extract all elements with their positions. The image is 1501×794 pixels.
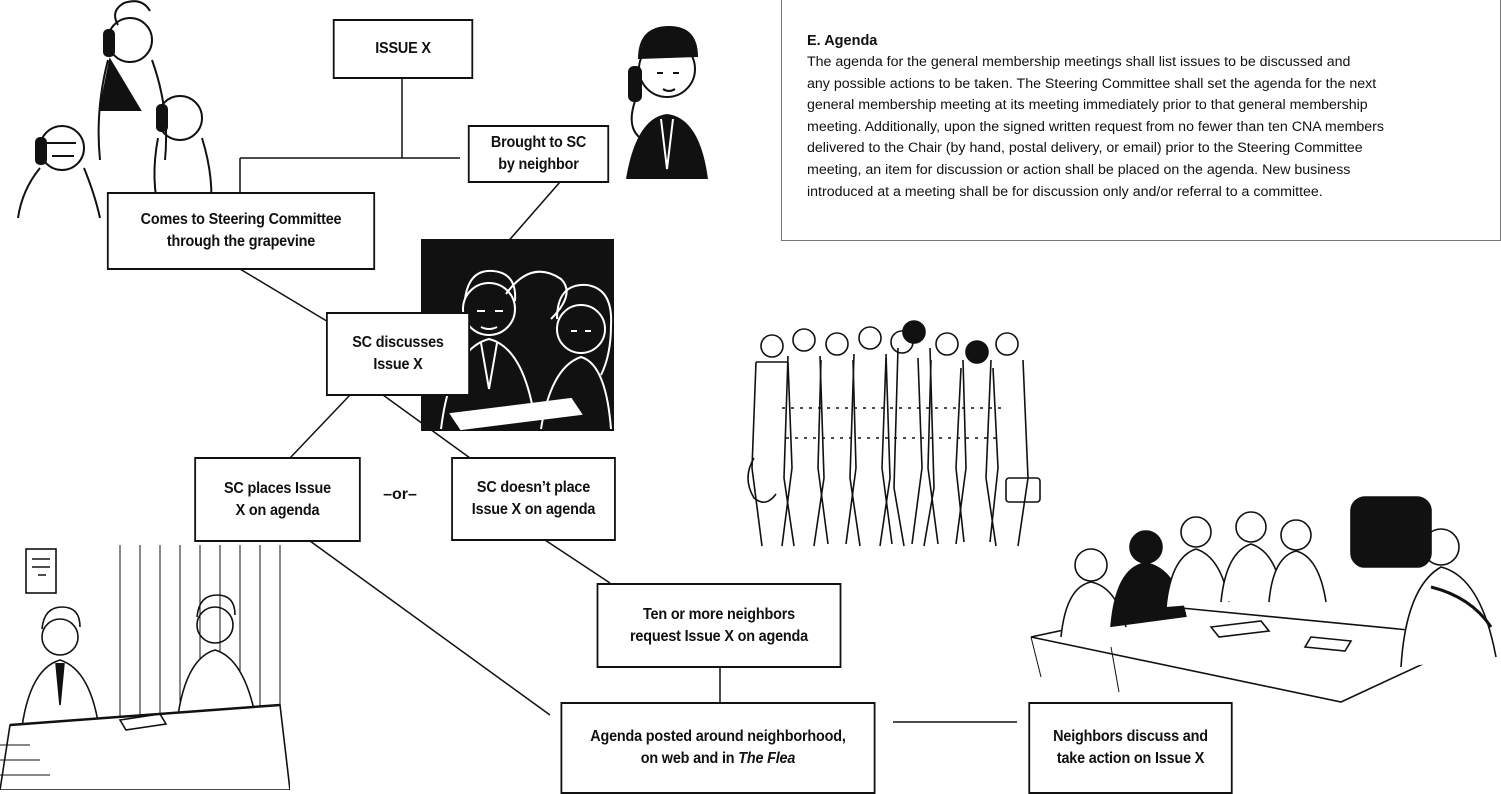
man-on-phone-illustration	[626, 25, 708, 179]
not-places-line-1: SC doesn’t place	[476, 479, 591, 496]
agenda-line-6: meeting, an item for discussion or actio…	[807, 161, 1351, 178]
office-meeting-illustration	[0, 545, 290, 790]
posted-line-2-prefix: on web and in	[640, 750, 739, 767]
discusses-line-2: Issue X	[373, 356, 423, 373]
posted-line-1: Agenda posted around neighborhood,	[590, 728, 846, 745]
agenda-bylaw-box: E. Agenda The agenda for the general mem…	[781, 0, 1501, 241]
conference-table-illustration	[1030, 496, 1497, 703]
places-line-1: SC places Issue	[224, 479, 331, 497]
agenda-line-7: introduced at a meeting shall be for dis…	[807, 183, 1323, 200]
the-flea-title: The Flea	[738, 750, 796, 767]
posted-line-2: on web and in The Flea	[590, 748, 845, 770]
agenda-posted-box: Agenda posted around neighborhood, on we…	[560, 702, 876, 794]
men-on-phones-illustration	[17, 0, 213, 219]
discusses-line-1: SC discusses	[352, 334, 444, 351]
sc-places-box: SC places Issue X on agenda	[194, 457, 361, 542]
neighbors-discuss-box: Neighbors discuss and take action on Iss…	[1028, 702, 1233, 794]
places-line-2: X on agenda	[235, 501, 320, 519]
grapevine-line-2: through the grapevine	[166, 233, 316, 250]
grapevine-line-1: Comes to Steering Committee	[140, 211, 342, 228]
issue-x-box: ISSUE X	[332, 19, 474, 79]
crowd-of-people-illustration	[747, 320, 1041, 547]
agenda-line-4: meeting. Additionally, upon the signed w…	[807, 118, 1385, 135]
ten-neighbors-box: Ten or more neighbors request Issue X on…	[596, 583, 842, 668]
sc-doesnt-place-box: SC doesn’t place Issue X on agenda	[451, 457, 616, 541]
brought-by-neighbor-box: Brought to SC by neighbor	[467, 125, 610, 183]
neighbors-line-1: Neighbors discuss and	[1053, 728, 1208, 745]
ten-line-1: Ten or more neighbors	[643, 605, 795, 623]
not-places-line-2: Issue X on agenda	[471, 501, 596, 518]
agenda-title: E. Agenda	[807, 33, 878, 49]
brought-line-1: Brought to SC	[490, 134, 587, 151]
agenda-line-5: delivered to the Chair (by hand, postal …	[807, 140, 1363, 157]
or-separator: –or–	[383, 486, 417, 503]
issue-x-label: ISSUE X	[375, 40, 431, 57]
ten-line-2: request Issue X on agenda	[630, 627, 808, 645]
neighbors-line-2: take action on Issue X	[1056, 750, 1205, 767]
sc-discusses-box: SC discusses Issue X	[326, 312, 470, 396]
grapevine-box: Comes to Steering Committee through the …	[106, 192, 376, 270]
agenda-line-1: The agenda for the general membership me…	[807, 54, 1351, 70]
agenda-line-3: general membership meeting at its meetin…	[807, 97, 1368, 114]
agenda-line-2: any possible actions to be taken. The St…	[807, 75, 1377, 92]
brought-line-2: by neighbor	[498, 156, 579, 173]
